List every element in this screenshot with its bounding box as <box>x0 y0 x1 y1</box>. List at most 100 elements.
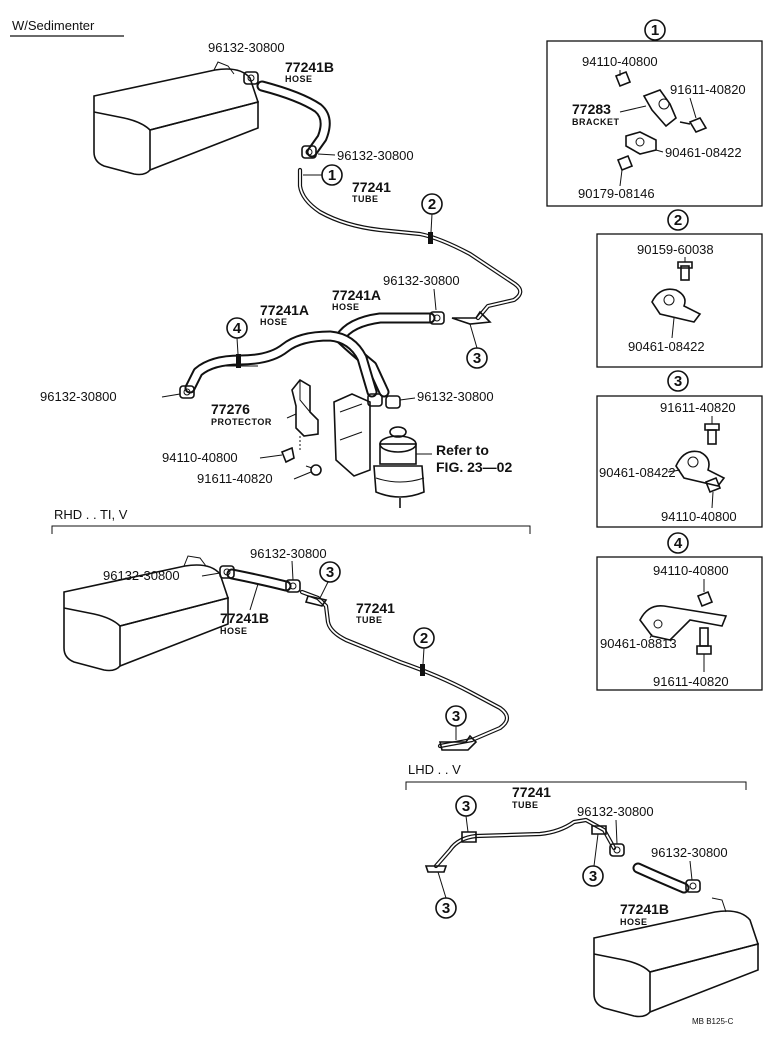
svg-text:3: 3 <box>462 798 470 815</box>
callout-3a-lhd: 3 <box>455 795 477 833</box>
fuel-sedimenter <box>333 393 425 508</box>
label-d1-screw: 90179-08146 <box>578 186 655 201</box>
detail-callout-2: 2 <box>667 209 689 231</box>
detail-box-2 <box>596 233 763 368</box>
svg-text:3: 3 <box>442 900 450 917</box>
tube-clamp-3b-lhd <box>424 865 448 873</box>
fuel-tank-rhd <box>63 564 230 672</box>
label-clamp-right-main: 96132-30800 <box>383 273 460 288</box>
tube-clamp-4-main <box>226 354 258 368</box>
hose-77241b-main <box>256 80 331 158</box>
svg-text:3: 3 <box>452 708 460 725</box>
label-tube-word-main: TUBE <box>352 194 379 204</box>
detail-2-parts <box>651 261 702 323</box>
label-d1-bracket-num: 77283 <box>572 101 611 117</box>
clamp-right-lhd <box>685 879 701 893</box>
label-d1-bolt: 91611-40820 <box>670 82 746 97</box>
label-d1-bracket-word: BRACKET <box>572 117 620 127</box>
label-hose-a1-word: HOSE <box>260 317 288 327</box>
bolt-main <box>305 464 322 476</box>
callout-2-main: 2 <box>421 193 443 233</box>
lhd-bracket-line <box>405 781 747 790</box>
svg-text:2: 2 <box>428 196 436 213</box>
label-protector-num: 77276 <box>211 401 250 417</box>
tube-clamp-3-main <box>451 310 492 325</box>
tube-77241-lhd <box>433 817 617 869</box>
callout-4-main: 4 <box>226 317 248 355</box>
tube-clamp-3b-rhd <box>438 734 478 751</box>
fuel-tank-lhd <box>593 910 760 1018</box>
detail-box-3 <box>596 395 763 528</box>
label-d4-nut: 94110-40800 <box>653 563 729 578</box>
clamp-mid-main <box>301 145 317 159</box>
label-clamp-left-rhd: 96132-30800 <box>103 568 180 583</box>
variant-label-lhd: LHD . . V <box>408 762 461 777</box>
label-d1-nut: 94110-40800 <box>582 54 658 69</box>
svg-text:4: 4 <box>233 320 242 337</box>
detail-callout-1: 1 <box>644 19 666 41</box>
clamp-right-main <box>429 311 445 325</box>
tube-clamp-2-main <box>428 232 433 244</box>
label-clamp-mid-main: 96132-30800 <box>337 148 414 163</box>
label-clamp-filter-main: 96132-30800 <box>417 389 494 404</box>
label-d4-clamp: 90461-08813 <box>600 636 677 651</box>
callout-3a-rhd: 3 <box>319 561 341 599</box>
tube-77241-main <box>297 167 523 321</box>
label-clamp-left-main: 96132-30800 <box>40 389 117 404</box>
label-d4-bolt: 91611-40820 <box>653 674 729 689</box>
callout-3-main: 3 <box>466 323 488 369</box>
callout-1-main: 1 <box>303 164 343 186</box>
detail-box-4 <box>596 556 763 691</box>
svg-text:3: 3 <box>674 373 682 390</box>
svg-text:3: 3 <box>589 868 597 885</box>
labels-main: 96132-30800 77241B HOSE 96132-30800 7724… <box>40 40 512 486</box>
label-tube-word-lhd: TUBE <box>512 800 539 810</box>
label-refer-1: Refer to <box>436 442 489 458</box>
label-tube-num-rhd: 77241 <box>356 600 395 616</box>
label-clamp-top-main: 96132-30800 <box>208 40 285 55</box>
label-hose-a1-num: 77241A <box>260 302 309 318</box>
vent-pipe-rhd <box>183 555 207 567</box>
vent-pipe-lhd <box>711 897 727 913</box>
svg-text:1: 1 <box>651 22 659 39</box>
clamp-left-rhd <box>219 565 235 579</box>
clamp-left-main <box>179 385 195 399</box>
svg-text:2: 2 <box>420 630 428 647</box>
label-hose-num-rhd: 77241B <box>220 610 269 626</box>
label-clamp-right-lhd: 96132-30800 <box>651 845 728 860</box>
label-hose-top-num: 77241B <box>285 59 334 75</box>
svg-text:2: 2 <box>674 212 682 229</box>
svg-text:1: 1 <box>328 167 336 184</box>
tube-77241-rhd <box>299 589 510 749</box>
labels-rhd: 96132-30800 96132-30800 77241B HOSE 7724… <box>103 546 395 636</box>
detail-box-1 <box>546 40 763 207</box>
detail-4-parts <box>639 590 728 655</box>
label-d3-bolt: 91611-40820 <box>660 400 736 415</box>
clamp-top-main <box>243 71 259 85</box>
hose-77241b-lhd <box>632 862 690 894</box>
label-bolt-main: 91611-40820 <box>197 471 273 486</box>
label-tube-num-main: 77241 <box>352 179 391 195</box>
label-hose-num-lhd: 77241B <box>620 901 669 917</box>
label-d1-clamp: 90461-08422 <box>665 145 742 160</box>
detail-1-labels: 94110-40800 91611-40820 77283 BRACKET 90… <box>572 54 746 201</box>
labels-lhd: 77241 TUBE 96132-30800 96132-30800 77241… <box>512 784 728 927</box>
nut-main <box>280 446 295 464</box>
protector-77276 <box>291 378 319 437</box>
tube-clamp-3a-lhd <box>461 831 477 843</box>
label-clamp-mid-lhd: 96132-30800 <box>577 804 654 819</box>
callout-3b-lhd: 3 <box>435 871 457 919</box>
label-nut-main: 94110-40800 <box>162 450 238 465</box>
hose-77241a-upper <box>334 312 436 398</box>
label-hose-word-lhd: HOSE <box>620 917 648 927</box>
tube-clamp-3c-lhd <box>591 825 607 835</box>
label-protector-word: PROTECTOR <box>211 417 272 427</box>
label-d2-bolt: 90159-60038 <box>637 242 714 257</box>
callout-3c-lhd: 3 <box>582 833 604 887</box>
hose-77241a-lower <box>184 330 378 398</box>
detail-callout-3: 3 <box>667 370 689 392</box>
callout-2-rhd: 2 <box>413 627 435 665</box>
rhd-bracket-line <box>51 525 531 534</box>
label-hose-word-rhd: HOSE <box>220 626 248 636</box>
